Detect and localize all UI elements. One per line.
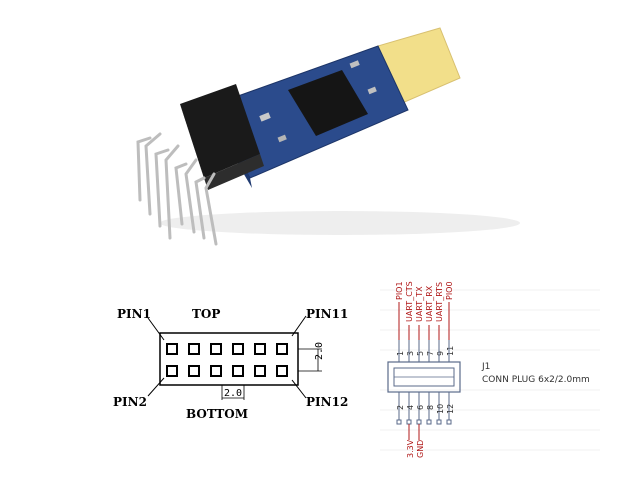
pin-num-9: 9 — [436, 351, 445, 356]
pin-header — [180, 84, 260, 178]
schematic: PIO1 UART_CTS UART_TX UART_RX UART_RTS P… — [380, 281, 600, 458]
signal-gnd: GND — [416, 440, 425, 458]
pin-num-12: 12 — [446, 404, 455, 414]
signal-pio0: PIO0 — [445, 281, 454, 300]
chip — [288, 70, 368, 136]
pin-num-7: 7 — [426, 351, 435, 356]
signal-uart-cts: UART_CTS — [405, 281, 414, 322]
connector-outline — [159, 332, 299, 386]
pin-num-5: 5 — [416, 351, 425, 356]
signal-3v3: 3.3V — [406, 439, 415, 458]
dim-vertical: 2.0 — [314, 342, 325, 360]
pin-num-8: 8 — [426, 405, 435, 410]
bluetooth-module-photo — [136, 27, 520, 246]
signal-uart-rx: UART_RX — [425, 285, 434, 322]
pin11-label: PIN11 — [306, 307, 348, 321]
pin1-label: PIN1 — [117, 307, 151, 321]
pin2-label: PIN2 — [113, 395, 147, 409]
pin-pads — [166, 343, 288, 377]
header-pins — [136, 132, 218, 246]
pin-num-10: 10 — [436, 404, 445, 414]
signal-pio1: PIO1 — [395, 281, 404, 300]
schematic-part: CONN PLUG 6x2/2.0mm — [482, 375, 590, 385]
schematic-ref: J1 — [481, 362, 490, 372]
pinout-diagram: TOP BOTTOM PIN1 PIN2 PIN11 PIN12 — [113, 307, 348, 421]
bottom-label: BOTTOM — [186, 407, 248, 421]
pin-num-1: 1 — [396, 351, 405, 356]
signal-uart-rts: UART_RTS — [435, 282, 444, 322]
pin12-label: PIN12 — [306, 395, 348, 409]
top-label: TOP — [192, 307, 220, 321]
pin-num-3: 3 — [406, 351, 415, 356]
pin-num-2: 2 — [396, 405, 405, 410]
connector-body — [387, 361, 461, 393]
dim-horizontal: 2.0 — [224, 388, 242, 399]
signal-uart-tx: UART_TX — [415, 286, 424, 322]
pin-num-4: 4 — [406, 405, 415, 410]
pin-num-6: 6 — [416, 405, 425, 410]
pin-num-11: 11 — [446, 346, 455, 356]
